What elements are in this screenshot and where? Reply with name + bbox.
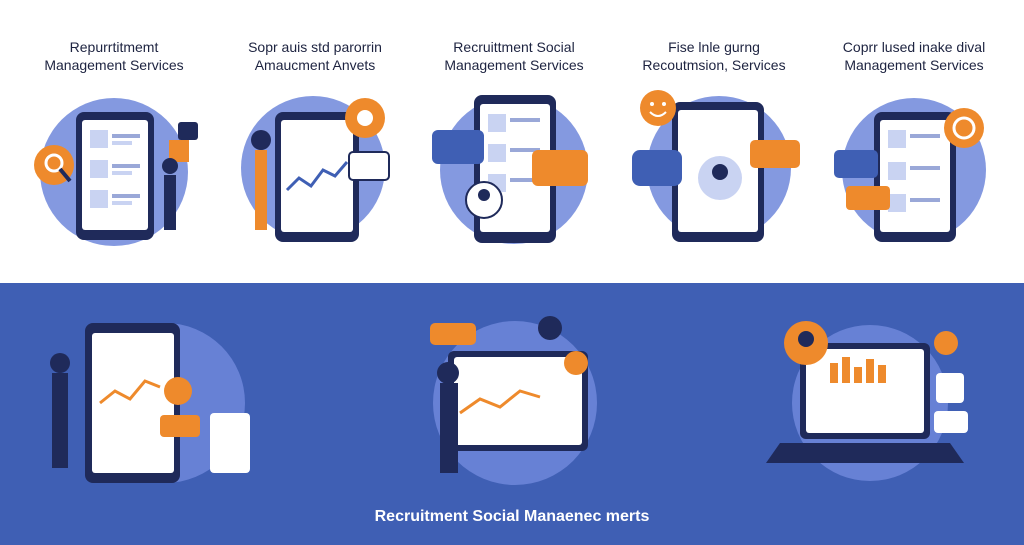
- panel-1-illustration: [34, 98, 198, 246]
- line-chart: [285, 161, 349, 192]
- chat-bubble-icon: [432, 130, 484, 164]
- bottom-caption: Recruitment Social Manaenec merts: [374, 508, 650, 525]
- panel-2-title: Sopr auis std parorrin Amaucment Anvets: [215, 38, 415, 74]
- person-figure: [164, 175, 176, 230]
- bottom-section: Recruitment Social Manaenec merts: [0, 283, 1024, 545]
- chat-bubble-icon: [834, 150, 878, 178]
- top-section: Repurrtitmemt Management Services Sopr a…: [14, 0, 1014, 283]
- panel-5-title-line1: Coprr lused inake dival: [842, 39, 986, 55]
- line-chart: [99, 379, 161, 405]
- profile-list: [90, 130, 140, 208]
- person-figure: [440, 383, 458, 473]
- panel-1: Repurrtitmemt Management Services: [14, 0, 214, 283]
- panel-2-illustration: [241, 96, 390, 242]
- group-icon: [632, 150, 682, 186]
- panel-5: Coprr lused inake dival Management Servi…: [814, 0, 1014, 283]
- panel-4-illustration: [632, 90, 800, 242]
- tablet-screen: [454, 357, 582, 445]
- panel-3-illustration: [432, 95, 588, 244]
- user-avatar-icon: [164, 377, 192, 405]
- panel-3-title: Recruittment Social Management Services: [414, 38, 614, 74]
- panel-4: Fise lnle gurng Recoutmsion, Services: [614, 0, 814, 283]
- chat-bubble-icon: [160, 415, 200, 437]
- chat-bubble-icon: [430, 323, 476, 345]
- panel-1-title-line1: Repurrtitmemt: [69, 39, 159, 55]
- panel-4-title-line2: Recoutmsion, Services: [642, 57, 786, 73]
- scene-2-illustration: [430, 316, 597, 485]
- panel-2-title-line1: Sopr auis std parorrin: [248, 39, 382, 55]
- profile-card: [846, 186, 890, 210]
- location-pin-icon: [934, 331, 958, 355]
- panel-4-title-line1: Fise lnle gurng: [668, 39, 760, 55]
- panel-2: Sopr auis std parorrin Amaucment Anvets: [215, 0, 415, 283]
- panel-2-title-line2: Amaucment Anvets: [254, 57, 376, 73]
- panel-3-title-line1: Recruittment Social: [453, 39, 575, 55]
- panel-1-title-line2: Management Services: [44, 57, 184, 73]
- panel-5-title-line2: Management Services: [844, 57, 984, 73]
- panel-3-title-line2: Management Services: [444, 57, 584, 73]
- panel-1-title: Repurrtitmemt Management Services: [14, 38, 214, 74]
- person-figure: [255, 150, 267, 230]
- document-card: [936, 373, 964, 403]
- chat-bubble-icon: [750, 140, 800, 168]
- scene-3-illustration: [766, 321, 968, 481]
- tablet-screen: [92, 333, 174, 473]
- scene-1-illustration: [50, 323, 250, 483]
- chart-icon: [178, 122, 198, 140]
- panel-5-title: Coprr lused inake dival Management Servi…: [814, 38, 1014, 74]
- line-chart: [459, 389, 541, 415]
- panel-3: Recruittment Social Management Services: [414, 0, 614, 283]
- calendar-card: [210, 413, 250, 473]
- chart-card: [348, 151, 390, 181]
- person-figure: [52, 373, 68, 468]
- panel-5-illustration: [834, 98, 986, 242]
- laptop-screen: [806, 349, 924, 433]
- profile-card: [934, 411, 968, 433]
- smiley-icon: [640, 90, 676, 126]
- search-icon: [564, 351, 588, 375]
- location-pin-icon: [538, 316, 562, 340]
- chart-card: [169, 140, 189, 162]
- chat-bubble-icon: [532, 150, 588, 186]
- panel-4-title: Fise lnle gurng Recoutmsion, Services: [614, 38, 814, 74]
- laptop-keyboard: [766, 443, 964, 463]
- target-icon: [944, 108, 984, 148]
